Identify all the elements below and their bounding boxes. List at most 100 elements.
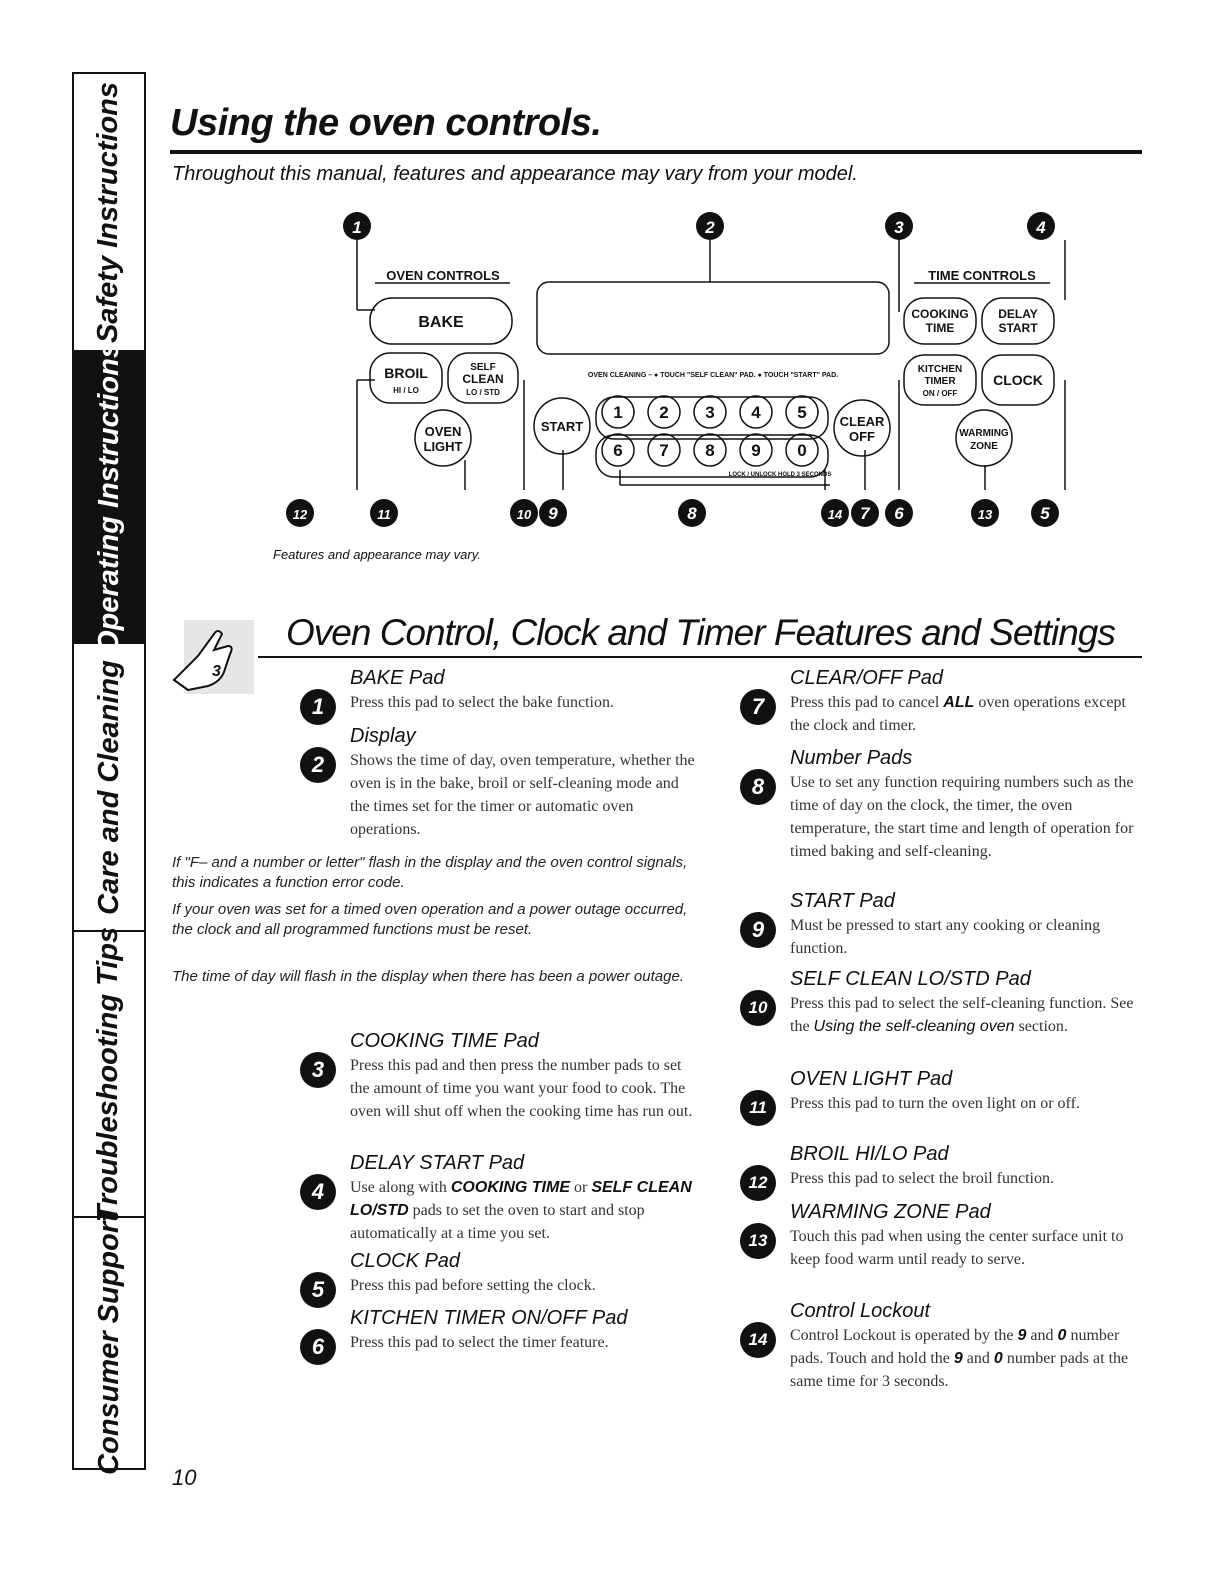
feature-item-clock: 5 CLOCK Pad Press this pad before settin… [300,1250,680,1310]
item-body: Press this pad to select the timer featu… [350,1334,609,1351]
item-number-badge: 5 [300,1272,336,1308]
number-pad-2: 2 [659,403,668,422]
svg-text:14: 14 [828,507,843,522]
item-number-badge: 11 [740,1090,776,1126]
number-pad-8: 8 [705,441,714,460]
number-pad-5: 5 [797,403,806,422]
tab-safety-instructions[interactable]: Safety Instructions [74,74,144,352]
item-heading: DELAY START Pad [350,1152,525,1174]
svg-text:5: 5 [1040,504,1050,523]
item-heading: COOKING TIME Pad [350,1030,539,1052]
callout-2: 2 [696,212,724,240]
hand-icon: 3 [172,620,254,694]
oven-cleaning-instruction: OVEN CLEANING – ● TOUCH "SELF CLEAN" PAD… [588,372,838,379]
section-rule [258,656,1142,658]
kitchen-timer-pad-onoff: ON / OFF [923,389,958,398]
feature-item-bake: 1 BAKE Pad Press this pad to select the … [300,667,680,727]
tab-care-and-cleaning[interactable]: Care and Cleaning [74,644,144,932]
callout-8: 8 [678,499,706,527]
callout-11: 11 [370,499,398,527]
page-number: 10 [172,1465,197,1490]
item-body: Press this pad to turn the oven light on… [790,1095,1080,1112]
item-body: Shows the time of day, oven temperature,… [350,752,695,838]
oven-controls-label: OVEN CONTROLS [386,268,500,283]
feature-item-control-lockout: 14 Control Lockout Control Lockout is op… [740,1300,1128,1420]
item-body: Use along with COOKING TIME or SELF CLEA… [350,1179,692,1242]
self-clean-pad-sub: LO / STD [466,388,500,397]
warming-zone-pad-warming: WARMING [959,428,1009,439]
feature-item-kitchen-timer: 6 KITCHEN TIMER ON/OFF Pad Press this pa… [300,1307,680,1367]
callout-9: 9 [539,499,567,527]
callout-10: 10 [510,499,538,527]
item-body: Press this pad before setting the clock. [350,1277,596,1294]
feature-item-broil: 12 BROIL HI/LO Pad Press this pad to sel… [740,1143,1120,1203]
svg-text:9: 9 [548,504,558,523]
item-heading: OVEN LIGHT Pad [790,1068,953,1090]
svg-text:3: 3 [894,218,904,237]
note-time-flash: The time of day will flash in the displa… [172,968,684,985]
tab-troubleshooting-tips[interactable]: Troubleshooting Tips [74,926,144,1222]
page-subtitle: Throughout this manual, features and app… [172,163,858,185]
off-pad: OFF [849,429,875,444]
note-error-code: If "F– and a number or letter" flash in … [172,854,688,891]
number-pad-4: 4 [751,403,761,422]
item-heading: BROIL HI/LO Pad [790,1143,949,1165]
callout-7: 7 [851,499,879,527]
svg-text:6: 6 [894,504,904,523]
sidebar-tabs: Safety Instructions Operating Instructio… [72,72,146,1475]
item-heading: Number Pads [790,747,913,769]
number-pad-7: 7 [659,441,668,460]
item-body: Press this pad and then press the number… [350,1057,693,1120]
item-number-badge: 3 [300,1052,336,1088]
item-heading: START Pad [790,890,895,912]
svg-text:10: 10 [517,507,532,522]
cooking-time-pad-cooking: COOKING [911,307,968,321]
item-number-badge: 14 [740,1322,776,1358]
item-heading: Control Lockout [790,1300,931,1322]
feature-item-warming-zone: 13 WARMING ZONE Pad Touch this pad when … [740,1201,1123,1301]
item-body: Press this pad to select the broil funct… [790,1170,1054,1187]
delay-start-pad-delay: DELAY [998,307,1038,321]
feature-item-display: 2 Display Shows the time of day, oven te… [300,725,695,845]
callout-6: 6 [885,499,913,527]
page-title: Using the oven controls. [170,102,602,144]
number-pad-1: 1 [613,403,622,422]
item-body: Control Lockout is operated by the 9 and… [790,1327,1129,1390]
callout-12: 12 [286,499,314,527]
start-pad: START [541,419,583,434]
title-rule [170,150,1142,154]
tab-operating-instructions[interactable]: Operating Instructions [74,342,144,652]
item-body: Must be pressed to start any cooking or … [790,917,1101,957]
item-number-badge: 12 [740,1165,776,1201]
svg-text:13: 13 [978,507,993,522]
lock-unlock-label: LOCK / UNLOCK HOLD 3 SECONDS [729,472,832,478]
oven-light-pad-oven: OVEN [425,424,462,439]
item-number-badge: 6 [300,1329,336,1365]
clear-pad: CLEAR [840,414,885,429]
item-body: Touch this pad when using the center sur… [790,1228,1124,1268]
item-heading: Display [350,725,416,747]
item-number-badge: 8 [740,769,776,805]
number-pad-3: 3 [705,403,714,422]
control-panel-diagram: OVEN CONTROLS TIME CONTROLS BAKE BROIL H… [286,212,1066,527]
oven-light-pad-light: LIGHT [424,439,463,454]
kitchen-timer-pad-kitchen: KITCHEN [918,364,962,375]
kitchen-timer-pad-timer: TIMER [924,376,956,387]
feature-item-start: 9 START Pad Must be pressed to start any… [740,890,1120,960]
callout-14: 14 [821,499,849,527]
item-heading: SELF CLEAN LO/STD Pad [790,968,1031,990]
item-number-badge: 2 [300,747,336,783]
tab-consumer-support[interactable]: Consumer Support [92,1211,125,1475]
item-number-badge: 13 [740,1223,776,1259]
callout-1: 1 [343,212,371,240]
warming-zone-pad-zone: ZONE [970,441,998,452]
feature-item-cooking-time: 3 COOKING TIME Pad Press this pad and th… [300,1030,692,1150]
item-number-badge: 7 [740,689,776,725]
feature-item-self-clean: 10 SELF CLEAN LO/STD Pad Press this pad … [740,968,1133,1058]
callout-13: 13 [971,499,999,527]
broil-pad: BROIL [384,365,428,381]
svg-text:1: 1 [352,218,361,237]
svg-text:7: 7 [860,504,871,523]
self-clean-pad-clean: CLEAN [462,372,503,386]
svg-text:11: 11 [377,507,391,522]
